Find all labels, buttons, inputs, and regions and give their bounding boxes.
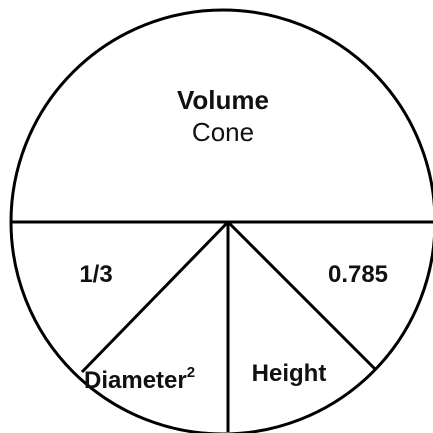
title-label: Volume bbox=[177, 85, 269, 115]
right-section-label: 0.785 bbox=[328, 261, 388, 288]
left-section-label: 1/3 bbox=[79, 261, 112, 288]
bottom-right-section-label: Height bbox=[252, 360, 327, 387]
subtitle-label: Cone bbox=[192, 117, 254, 147]
bottom-left-section-label: Diameter2 bbox=[84, 364, 195, 394]
left-diagonal-divider bbox=[80, 220, 230, 374]
right-diagonal-divider bbox=[226, 220, 378, 372]
diameter-text: Diameter bbox=[84, 367, 187, 394]
diameter-superscript: 2 bbox=[187, 364, 195, 381]
